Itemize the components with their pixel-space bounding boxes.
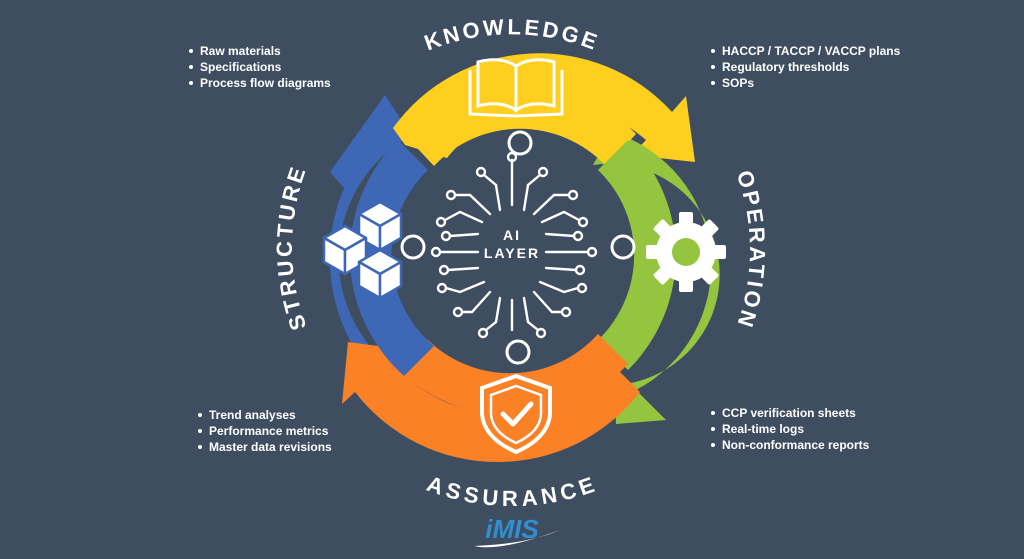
operation-connector	[610, 234, 636, 260]
structure-segment	[329, 95, 416, 380]
knowledge-connector	[507, 130, 533, 156]
gear-icon	[646, 212, 726, 292]
list-item: CCP verification sheets	[711, 405, 869, 421]
structure-connector	[400, 234, 426, 260]
ring-band	[349, 85, 676, 415]
structure-details: Raw materials Specifications Process flo…	[189, 43, 331, 91]
list-item: Real-time logs	[711, 421, 869, 437]
list-item: Regulatory thresholds	[711, 59, 900, 75]
list-item: Trend analyses	[198, 407, 332, 423]
list-item: Specifications	[189, 59, 331, 75]
list-item: Performance metrics	[198, 423, 332, 439]
shield-check-icon	[480, 373, 552, 455]
assurance-connector	[505, 339, 531, 365]
center-line2: LAYER	[484, 245, 540, 261]
operation-details: CCP verification sheets Real-time logs N…	[711, 405, 869, 453]
structure-label: STRUCTURE	[272, 161, 311, 333]
list-item: Master data revisions	[198, 439, 332, 455]
logo-text: iMIS	[485, 514, 539, 544]
knowledge-details: HACCP / TACCP / VACCP plans Regulatory t…	[711, 43, 900, 91]
list-item: Process flow diagrams	[189, 75, 331, 91]
connector-rings	[400, 130, 636, 365]
center-disk	[410, 150, 614, 354]
assurance-segment	[342, 342, 640, 463]
list-item: Raw materials	[189, 43, 331, 59]
list-item: HACCP / TACCP / VACCP plans	[711, 43, 900, 59]
assurance-label: ASSURANCE	[424, 471, 600, 511]
center-line1: AI	[503, 227, 521, 243]
list-item: Non-conformance reports	[711, 437, 869, 453]
cubes-icon	[322, 200, 403, 300]
assurance-details: Trend analyses Performance metrics Maste…	[198, 407, 332, 455]
circuit-icon	[430, 151, 598, 339]
operation-label: OPERATION	[732, 167, 770, 332]
open-book-icon	[468, 58, 564, 118]
knowledge-label: KNOWLEDGE	[421, 14, 603, 55]
operation-segment	[593, 132, 720, 424]
list-item: SOPs	[711, 75, 900, 91]
imis-logo: iMIS	[474, 514, 560, 548]
